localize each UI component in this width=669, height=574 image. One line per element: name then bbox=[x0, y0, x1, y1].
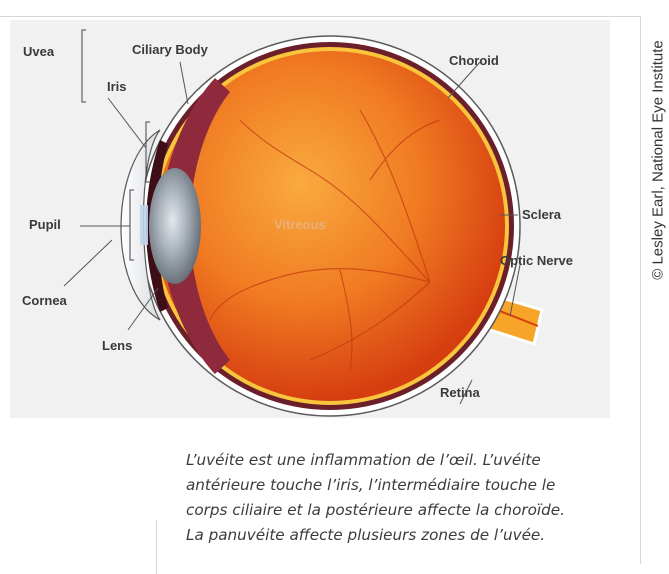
label-sclera: Sclera bbox=[522, 207, 561, 222]
caption-line-4: La panuvéite affecte plusieurs zones de … bbox=[186, 523, 656, 548]
caption-line-3: corps ciliaire et la postérieure affecte… bbox=[186, 498, 656, 523]
label-choroid: Choroid bbox=[449, 53, 499, 68]
label-lens: Lens bbox=[102, 338, 132, 353]
image-credit: © Lesley Earl, National Eye Institute bbox=[650, 40, 667, 280]
pupil-shape bbox=[140, 205, 148, 245]
frame-top-line bbox=[0, 16, 640, 17]
label-cornea: Cornea bbox=[22, 293, 67, 308]
caption-line-1: L’uvéite est une inflammation de l’œil. … bbox=[186, 448, 656, 473]
label-vitreous: Vitreous bbox=[274, 217, 326, 232]
label-retina: Retina bbox=[440, 385, 480, 400]
label-pupil: Pupil bbox=[29, 217, 61, 232]
label-iris: Iris bbox=[107, 79, 127, 94]
lens-shape bbox=[149, 168, 201, 284]
uvea-bracket bbox=[82, 30, 86, 102]
caption-line-2: antérieure touche l’iris, l’intermédiair… bbox=[186, 473, 656, 498]
frame-left-line bbox=[156, 520, 157, 574]
eye-diagram-panel: Uvea Ciliary Body Choroid Iris Pupil Vit… bbox=[10, 20, 610, 418]
label-optic-nerve: Optic Nerve bbox=[500, 253, 573, 268]
label-ciliary-body: Ciliary Body bbox=[132, 42, 208, 57]
label-uvea: Uvea bbox=[23, 44, 54, 59]
caption-text: L’uvéite est une inflammation de l’œil. … bbox=[186, 448, 656, 548]
